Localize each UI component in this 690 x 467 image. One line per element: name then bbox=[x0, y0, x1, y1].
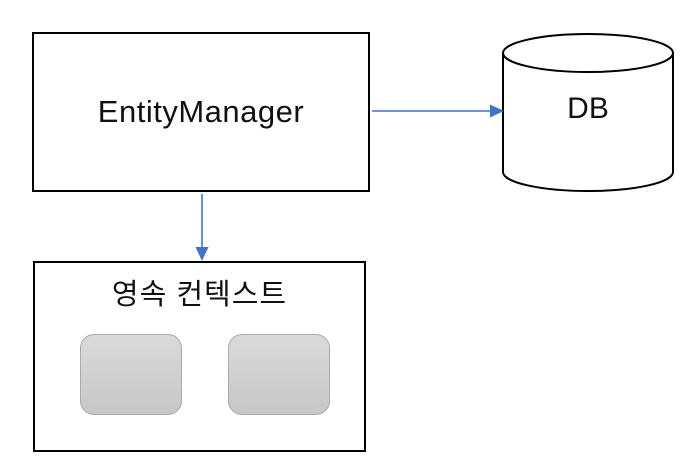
db-cylinder-body bbox=[502, 53, 674, 192]
arrow-entitymanager-to-persistence-context bbox=[195, 194, 209, 261]
entity-placeholder-2 bbox=[228, 334, 330, 415]
db-cylinder-top bbox=[502, 33, 674, 73]
persistence-context-node: 영속 컨텍스트 bbox=[33, 261, 366, 452]
arrow-head-right-icon bbox=[490, 104, 504, 118]
persistence-context-label: 영속 컨텍스트 bbox=[111, 279, 288, 311]
entity-manager-label: EntityManager bbox=[97, 94, 305, 129]
db-cylinder-shape bbox=[502, 33, 674, 192]
arrow-entitymanager-to-db bbox=[372, 104, 504, 118]
entity-placeholder-1 bbox=[80, 334, 182, 415]
db-label: DB bbox=[567, 92, 609, 125]
entity-manager-node: EntityManager bbox=[32, 32, 370, 192]
arrow-head-down-icon bbox=[195, 247, 209, 261]
